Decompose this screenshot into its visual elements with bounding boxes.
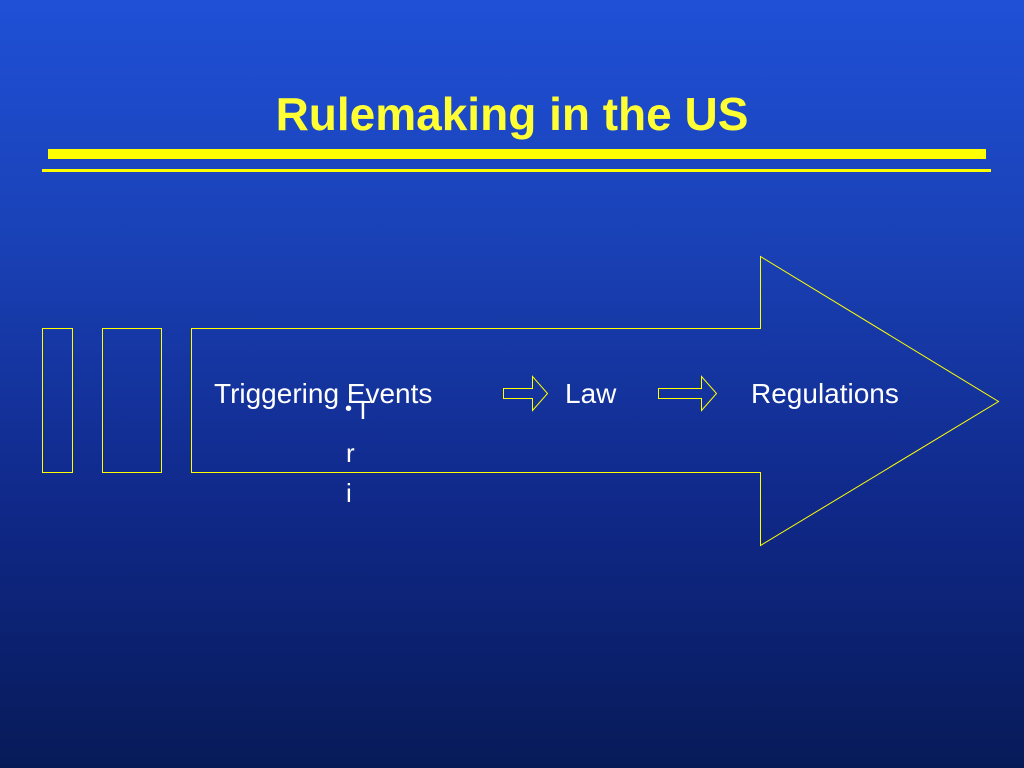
big-arrow-shape [191, 255, 1000, 547]
step-law: Law [565, 378, 617, 409]
stray-char-3: i [346, 478, 352, 508]
stripe-box-1 [42, 328, 73, 473]
stray-char-1: T [355, 395, 371, 425]
title-underline-thick [48, 149, 986, 159]
arrow-icon-events-to-law [503, 375, 549, 412]
step-triggering-events: Triggering Events [214, 378, 433, 409]
slide-title: Rulemaking in the US [275, 88, 749, 140]
step-regulations: Regulations [751, 378, 899, 409]
stray-char-2: r [346, 438, 355, 468]
arrow-icon-law-to-regulations [658, 375, 718, 412]
title-underline-thin [42, 169, 991, 172]
stripe-box-2 [102, 328, 162, 473]
stray-bullet: • [345, 398, 353, 420]
